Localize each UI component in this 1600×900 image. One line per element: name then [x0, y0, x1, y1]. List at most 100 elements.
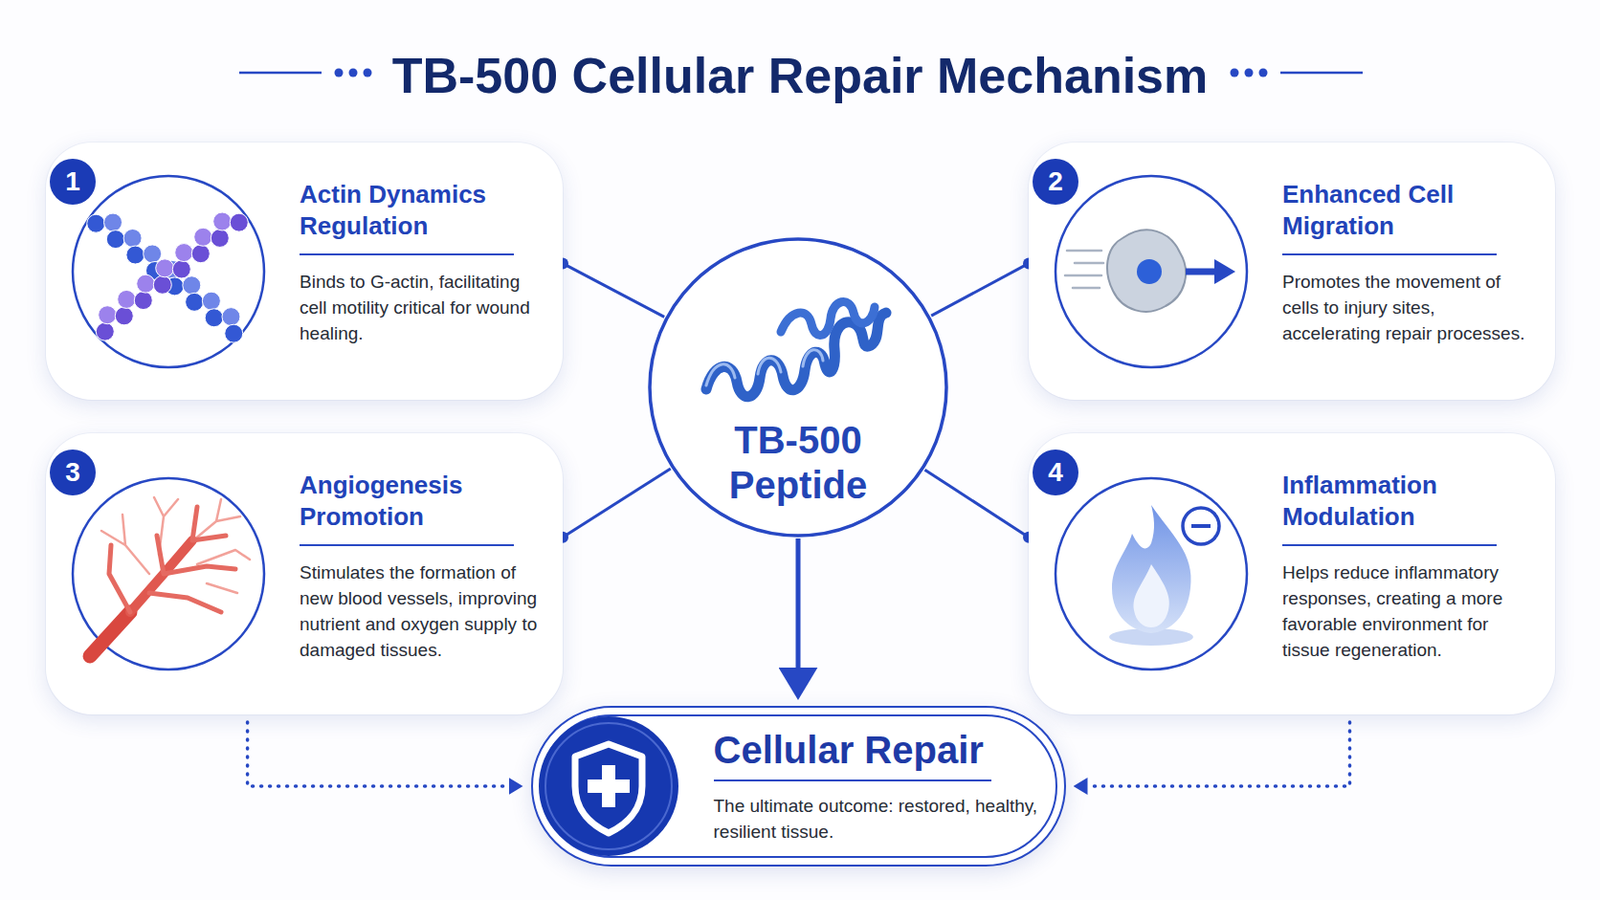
icon-ring	[72, 176, 265, 368]
direction-arrow	[1185, 267, 1217, 275]
actin-bead	[229, 213, 248, 232]
actin-bead	[172, 260, 191, 279]
actin-bead	[155, 258, 175, 277]
shield-cross	[587, 765, 630, 808]
mechanism-card: Enhanced Cell MigrationPromotes the move…	[1028, 142, 1556, 400]
actin-bead	[117, 289, 136, 309]
drawing-part	[101, 497, 250, 594]
actin-bead	[136, 274, 156, 293]
flame-core	[1133, 564, 1170, 628]
dotted-arrow	[247, 722, 510, 787]
outcome-body: The ultimate outcome: restored, healthy,…	[713, 793, 1040, 845]
drawing-part	[109, 507, 236, 613]
card-text: Angiogenesis PromotionStimulates the for…	[299, 469, 542, 664]
title-dot	[1259, 68, 1268, 78]
actin-bead	[143, 244, 162, 263]
cell-migration-icon	[1048, 169, 1254, 375]
actin-bead	[191, 244, 210, 263]
callout-badge: 1	[49, 158, 96, 205]
dotted-arrow	[1088, 722, 1351, 787]
drawing-part	[1066, 248, 1102, 252]
actin-bead	[98, 305, 117, 324]
flame	[1111, 505, 1192, 634]
mechanism-card: Angiogenesis PromotionStimulates the for…	[45, 433, 563, 715]
drawing-part	[780, 302, 875, 336]
actin-beads	[87, 211, 249, 342]
outcome-heading: Cellular Repair	[713, 728, 1040, 782]
actin-bead	[204, 308, 223, 327]
pill-text: Cellular RepairThe ultimate outcome: res…	[713, 728, 1040, 845]
blood-vessel-icon	[66, 471, 271, 677]
actin-bead	[185, 292, 204, 312]
drawing-part	[89, 612, 131, 657]
title-rule	[239, 71, 322, 75]
outcome-pill: Cellular RepairThe ultimate outcome: res…	[531, 706, 1067, 867]
connector-line	[562, 263, 665, 317]
drawing-part	[1074, 261, 1104, 265]
actin-bead	[201, 291, 221, 311]
actin-bead	[106, 229, 125, 248]
card-heading: Actin Dynamics Regulation	[299, 178, 542, 256]
title-rule	[1280, 71, 1363, 75]
actin-bead	[104, 213, 123, 232]
card-heading: Enhanced Cell Migration	[1282, 178, 1534, 256]
icon-ring	[1055, 478, 1247, 670]
actin-bead	[194, 227, 213, 246]
shield-disc-ring	[545, 723, 672, 850]
drawing-part	[706, 350, 823, 386]
title-band: TB-500 Cellular Repair Mechanism	[0, 45, 1600, 106]
actin-bead	[210, 228, 229, 247]
callout-badge: 2	[1032, 158, 1079, 205]
direction-arrowhead	[1214, 259, 1236, 285]
card-text: Actin Dynamics RegulationBinds to G-acti…	[299, 178, 542, 347]
card-body: Promotes the movement of cells to injury…	[1282, 268, 1534, 347]
actin-bead	[224, 324, 244, 343]
diagram-title: TB-500 Cellular Repair Mechanism	[392, 45, 1209, 106]
minus-circle	[1182, 508, 1220, 545]
actin-bead	[213, 211, 232, 230]
circle-text: TB-500 Peptide	[646, 418, 950, 509]
mechanism-card: Inflammation ModulationHelps reduce infl…	[1028, 433, 1556, 715]
actin-bead	[95, 322, 114, 341]
cell-body	[1107, 229, 1186, 312]
drawing-part	[1065, 273, 1102, 277]
inflammation-icon	[1048, 471, 1254, 677]
actin-bead	[87, 214, 106, 233]
card-body: Stimulates the formation of new blood ve…	[299, 559, 542, 664]
actin-bead	[114, 306, 134, 325]
title-dot	[349, 68, 358, 78]
card-body: Binds to G-actin, facilitating cell moti…	[299, 268, 542, 347]
vessel-branches	[89, 497, 250, 657]
card-heading: Angiogenesis Promotion	[299, 469, 542, 547]
title-dot	[1230, 68, 1240, 78]
callout-badge: 3	[49, 449, 96, 496]
title-dot	[363, 68, 373, 78]
actin-bead	[153, 275, 172, 294]
connector-line	[924, 469, 1029, 538]
cell-nucleus	[1136, 259, 1162, 285]
connector-line	[562, 468, 671, 538]
mechanism-card: Actin Dynamics RegulationBinds to G-acti…	[45, 142, 563, 400]
card-body: Helps reduce inflammatory responses, cre…	[1282, 559, 1534, 664]
actin-bead	[123, 228, 142, 247]
callout-number: 1	[65, 167, 81, 197]
peptide-label: TB-500 Peptide	[697, 418, 899, 509]
peptide-helix	[706, 302, 887, 398]
actin-bead	[126, 245, 145, 265]
main-arrow	[796, 538, 801, 668]
callout-badge: 4	[1032, 449, 1079, 496]
shield-disc	[538, 716, 679, 857]
icon-ring	[1055, 176, 1247, 368]
callout-number: 2	[1047, 167, 1064, 197]
icon-ring	[72, 478, 265, 670]
callout-number: 3	[65, 458, 81, 488]
peptide-circle-node: TB-500 Peptide	[646, 236, 950, 539]
circle-outline	[649, 239, 947, 536]
actin-bead	[222, 307, 241, 326]
shield-icon	[536, 714, 681, 859]
minus-sign	[1191, 524, 1211, 529]
actin-icon	[66, 169, 271, 375]
actin-bead	[133, 290, 153, 310]
card-text: Inflammation ModulationHelps reduce infl…	[1282, 469, 1534, 664]
callout-number: 4	[1047, 458, 1064, 488]
